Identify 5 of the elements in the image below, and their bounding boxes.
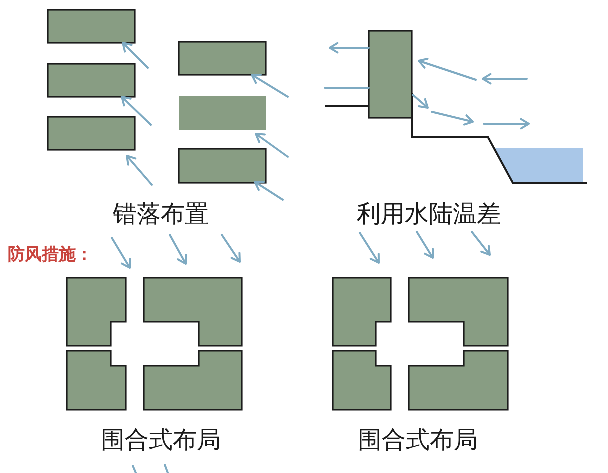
figure-caption: 利用水陆温差	[357, 202, 501, 226]
section-heading: 防风措施：	[8, 247, 93, 264]
figure-caption: 围合式布局	[358, 428, 478, 452]
figure-caption: 错落布置	[113, 202, 209, 226]
figure-caption: 围合式布局	[101, 428, 221, 452]
